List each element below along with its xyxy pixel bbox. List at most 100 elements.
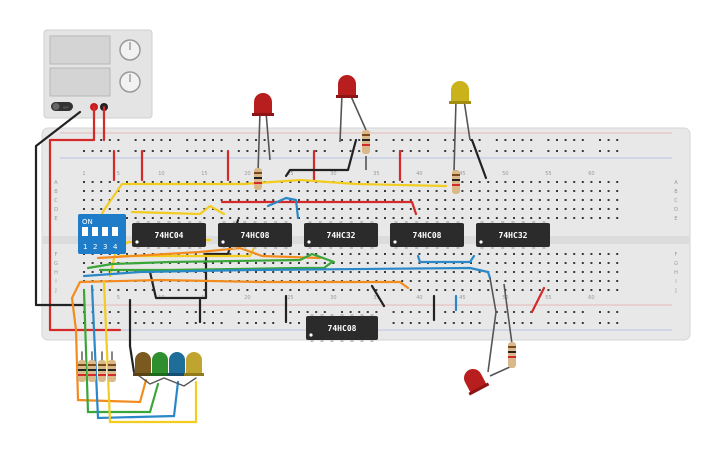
breadboard-hole[interactable]: [160, 208, 163, 210]
breadboard-hole[interactable]: [401, 311, 404, 313]
breadboard-hole[interactable]: [616, 262, 619, 264]
breadboard-hole[interactable]: [194, 181, 197, 183]
breadboard-hole[interactable]: [564, 208, 567, 210]
breadboard-hole[interactable]: [83, 150, 85, 152]
breadboard-hole[interactable]: [246, 262, 249, 264]
breadboard-hole[interactable]: [409, 311, 412, 313]
breadboard-hole[interactable]: [556, 289, 558, 291]
breadboard-hole[interactable]: [418, 280, 421, 282]
breadboard-hole[interactable]: [280, 271, 283, 273]
breadboard-hole[interactable]: [143, 139, 146, 141]
breadboard-hole[interactable]: [375, 262, 378, 264]
breadboard-hole[interactable]: [151, 217, 154, 219]
breadboard-hole[interactable]: [616, 289, 619, 291]
breadboard-hole[interactable]: [547, 181, 550, 183]
breadboard-hole[interactable]: [573, 280, 576, 282]
breadboard-hole[interactable]: [237, 217, 240, 219]
breadboard-hole[interactable]: [134, 199, 137, 201]
dip-switch-toggle[interactable]: [82, 227, 88, 236]
breadboard-hole[interactable]: [169, 150, 171, 152]
breadboard-hole[interactable]: [306, 139, 309, 141]
breadboard-hole[interactable]: [83, 181, 85, 183]
breadboard-hole[interactable]: [427, 253, 429, 255]
breadboard-hole[interactable]: [237, 190, 240, 192]
breadboard-hole[interactable]: [177, 190, 180, 192]
breadboard-hole[interactable]: [306, 271, 309, 273]
breadboard-hole[interactable]: [384, 289, 386, 291]
breadboard-hole[interactable]: [246, 150, 249, 152]
breadboard-hole[interactable]: [315, 139, 318, 141]
breadboard-hole[interactable]: [401, 289, 404, 291]
breadboard-hole[interactable]: [521, 139, 524, 141]
breadboard-hole[interactable]: [444, 311, 447, 313]
breadboard-hole[interactable]: [513, 190, 515, 192]
breadboard-hole[interactable]: [461, 253, 464, 255]
breadboard-hole[interactable]: [83, 208, 85, 210]
breadboard-hole[interactable]: [246, 190, 249, 192]
breadboard-hole[interactable]: [151, 289, 154, 291]
breadboard-hole[interactable]: [117, 271, 120, 273]
breadboard-hole[interactable]: [298, 150, 300, 152]
orange-wire[interactable]: [70, 278, 410, 300]
breadboard-hole[interactable]: [564, 280, 567, 282]
breadboard-hole[interactable]: [581, 217, 584, 219]
breadboard-hole[interactable]: [194, 190, 197, 192]
breadboard-hole[interactable]: [547, 289, 550, 291]
breadboard-hole[interactable]: [194, 253, 197, 255]
breadboard-hole[interactable]: [237, 289, 240, 291]
olive-led[interactable]: [184, 352, 204, 376]
breadboard-hole[interactable]: [169, 208, 171, 210]
breadboard-hole[interactable]: [513, 289, 515, 291]
breadboard-hole[interactable]: [323, 253, 326, 255]
resistor[interactable]: [108, 360, 116, 382]
breadboard-hole[interactable]: [375, 253, 378, 255]
breadboard-hole[interactable]: [375, 311, 378, 313]
breadboard-hole[interactable]: [521, 253, 524, 255]
breadboard-hole[interactable]: [427, 150, 429, 152]
breadboard-hole[interactable]: [487, 199, 490, 201]
breadboard-hole[interactable]: [392, 217, 395, 219]
breadboard-hole[interactable]: [203, 208, 206, 210]
breadboard-hole[interactable]: [298, 208, 300, 210]
breadboard-hole[interactable]: [607, 208, 610, 210]
breadboard-hole[interactable]: [427, 181, 429, 183]
breadboard-hole[interactable]: [470, 253, 472, 255]
breadboard-hole[interactable]: [530, 253, 533, 255]
breadboard-hole[interactable]: [599, 311, 601, 313]
breadboard-hole[interactable]: [349, 253, 352, 255]
breadboard-hole[interactable]: [151, 190, 154, 192]
breadboard-hole[interactable]: [461, 139, 464, 141]
breadboard-hole[interactable]: [366, 208, 369, 210]
breadboard-hole[interactable]: [134, 190, 137, 192]
breadboard-hole[interactable]: [91, 181, 94, 183]
breadboard-hole[interactable]: [169, 289, 171, 291]
breadboard-hole[interactable]: [392, 311, 395, 313]
breadboard-hole[interactable]: [289, 322, 292, 324]
breadboard-hole[interactable]: [203, 253, 206, 255]
breadboard-hole[interactable]: [117, 181, 120, 183]
breadboard-hole[interactable]: [521, 280, 524, 282]
breadboard-hole[interactable]: [392, 208, 395, 210]
breadboard-hole[interactable]: [556, 208, 558, 210]
breadboard-hole[interactable]: [108, 262, 111, 264]
breadboard-hole[interactable]: [194, 208, 197, 210]
breadboard-hole[interactable]: [384, 190, 386, 192]
breadboard-hole[interactable]: [289, 253, 292, 255]
breadboard-hole[interactable]: [401, 139, 404, 141]
breadboard-hole[interactable]: [547, 280, 550, 282]
breadboard-hole[interactable]: [401, 181, 404, 183]
breadboard-hole[interactable]: [564, 217, 567, 219]
breadboard-hole[interactable]: [530, 199, 533, 201]
breadboard-hole[interactable]: [487, 262, 490, 264]
breadboard-hole[interactable]: [246, 139, 249, 141]
yellow-wire[interactable]: [130, 204, 226, 216]
breadboard-hole[interactable]: [306, 199, 309, 201]
orange-wire[interactable]: [96, 246, 322, 260]
breadboard-hole[interactable]: [513, 253, 515, 255]
breadboard-hole[interactable]: [513, 181, 515, 183]
breadboard-hole[interactable]: [160, 139, 163, 141]
blue-wire[interactable]: [266, 196, 300, 220]
breadboard-hole[interactable]: [401, 280, 404, 282]
breadboard-hole[interactable]: [384, 271, 386, 273]
breadboard-hole[interactable]: [186, 199, 189, 201]
